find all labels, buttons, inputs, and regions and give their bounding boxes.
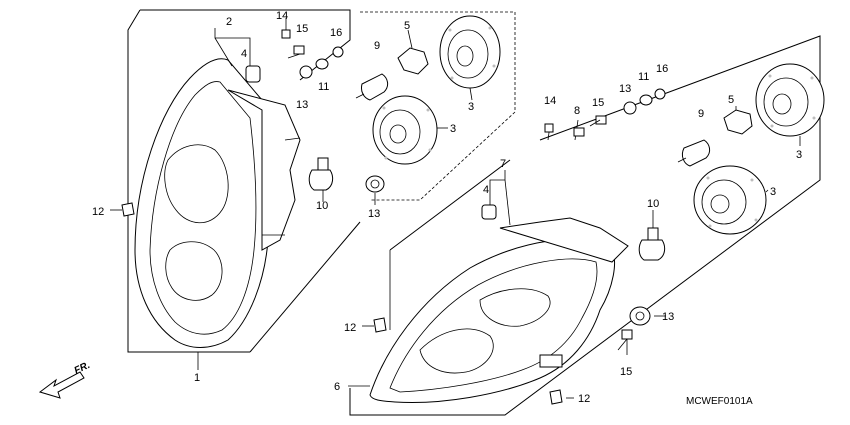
- callout-10: 10: [316, 200, 328, 212]
- callout-7: 7: [500, 158, 506, 170]
- cover-3-left-bottom: [372, 95, 448, 165]
- callout-8: 8: [574, 105, 580, 117]
- callout-16: 16: [330, 27, 342, 39]
- callout-13: 13: [619, 83, 631, 95]
- cover-3-right-top: [755, 63, 825, 146]
- callout-3: 3: [468, 101, 474, 113]
- callout-4: 4: [483, 184, 489, 196]
- callout-3: 3: [450, 123, 456, 135]
- callout-3: 3: [770, 186, 776, 198]
- callout-11: 11: [638, 71, 649, 83]
- callout-13: 13: [296, 99, 308, 111]
- fastener-set-left: [281, 18, 344, 79]
- callout-6: 6: [334, 381, 340, 393]
- fastener-set-right: [544, 88, 666, 355]
- callout-5: 5: [404, 20, 410, 32]
- callout-13: 13: [368, 208, 380, 220]
- callout-14: 14: [276, 10, 288, 22]
- callout-12: 12: [344, 322, 356, 334]
- callout-13: 13: [662, 311, 674, 323]
- callout-14: 14: [544, 95, 556, 107]
- callout-15: 15: [592, 97, 604, 109]
- diagram-code: MCWEF0101A: [686, 396, 753, 407]
- direction-label: FR.: [73, 360, 92, 377]
- callout-12: 12: [92, 206, 104, 218]
- callout-15: 15: [296, 23, 308, 35]
- callout-9: 9: [698, 108, 704, 120]
- callout-12: 12: [578, 393, 590, 405]
- callout-15: 15: [620, 366, 632, 378]
- callout-11: 11: [318, 81, 329, 93]
- cover-3-right-bottom: [693, 165, 769, 235]
- front-direction-indicator: FR.: [38, 360, 92, 399]
- headlight-assembly-left: [110, 9, 516, 370]
- bulb-socket-left: [355, 29, 429, 101]
- callout-2: 2: [226, 16, 232, 28]
- headlight-assembly-right: [348, 35, 821, 416]
- callout-5: 5: [728, 94, 734, 106]
- callout-3: 3: [796, 149, 802, 161]
- callout-1: 1: [194, 372, 200, 384]
- bulb-socket-right: [638, 106, 753, 261]
- callout-labels: 1 2 4 12 10 13 14 15 16 13 11 9 5 3 3 14…: [92, 10, 802, 405]
- callout-4: 4: [241, 48, 247, 60]
- callout-9: 9: [374, 40, 380, 52]
- arrow-icon: [38, 371, 85, 399]
- cover-3-left-top: [439, 15, 501, 101]
- callout-16: 16: [656, 63, 668, 75]
- callout-10: 10: [647, 198, 659, 210]
